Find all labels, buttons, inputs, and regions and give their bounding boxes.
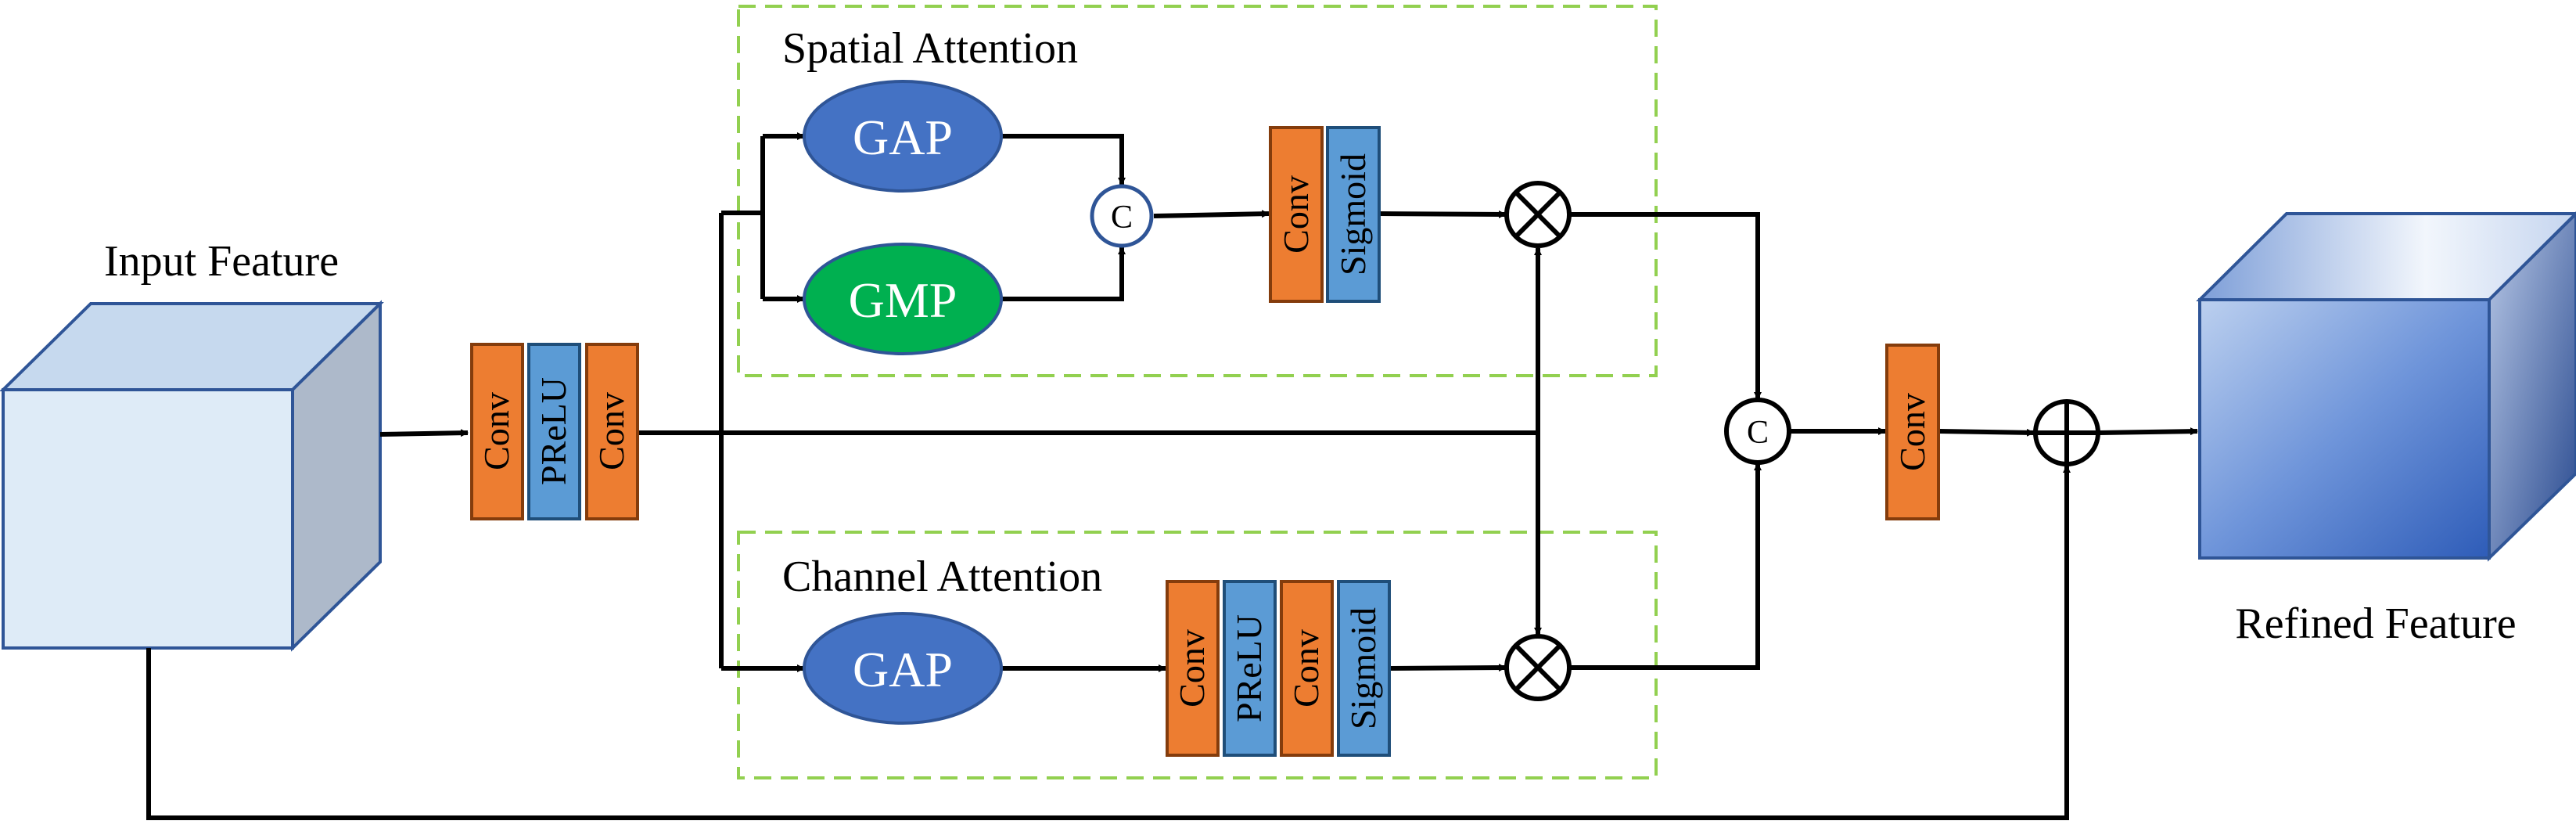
conv-block-1-label: Conv [476,392,516,470]
refined-feature-label: Refined Feature [2235,599,2516,648]
conv-prelu-conv-block: Conv PReLU Conv [470,343,639,520]
spatial-concat-label: C [1111,200,1133,236]
conv-block-2-label: Conv [591,392,631,470]
channel-conv-block-group: Conv PReLU Conv Sigmoid [1166,580,1391,757]
spatial-sigmoid-label: Sigmoid [1333,153,1373,275]
fusion-conv-block: Conv [1885,344,1940,520]
channel-prelu-label: PReLU [1229,614,1269,722]
input-feature-label: Input Feature [104,237,339,286]
spatial-gap-label: GAP [853,110,953,165]
channel-attention-label: Channel Attention [782,553,1102,601]
channel-sigmoid-block [1337,580,1391,757]
spatial-concat-node: C [1090,184,1154,248]
input-feature-cube [0,300,384,652]
channel-conv-block-1 [1166,580,1220,757]
fusion-concat-label: C [1747,415,1769,451]
channel-multiply-node [1504,634,1572,701]
fusion-conv-label: Conv [1892,393,1932,471]
spatial-multiply-node [1504,181,1572,248]
channel-conv-2-label: Conv [1286,629,1326,707]
spatial-conv-sigmoid-block: Conv Sigmoid [1269,126,1381,303]
spatial-sigmoid-block [1326,126,1381,303]
channel-sigmoid-label: Sigmoid [1343,607,1383,729]
conv-block-1 [470,343,524,520]
fusion-concat-node: C [1724,398,1791,465]
spatial-gap-node: GAP [803,80,1003,193]
connections [146,132,2198,820]
spatial-gmp-label: GMP [849,272,957,328]
channel-conv-1-label: Conv [1172,629,1212,707]
channel-attention-box [737,531,1658,779]
spatial-conv-block [1269,126,1324,303]
channel-conv-block-2 [1280,580,1334,757]
spatial-attention-box [737,5,1658,377]
prelu-block-1 [527,343,581,520]
spatial-conv-label: Conv [1276,175,1316,254]
refined-feature-cube [2196,211,2576,562]
channel-gap-node: GAP [803,612,1003,725]
spatial-attention-label: Spatial Attention [782,24,1078,73]
channel-prelu-block [1223,580,1277,757]
channel-gap-label: GAP [853,642,953,697]
conv-block-2 [585,343,639,520]
residual-add-node [2033,399,2100,466]
spatial-gmp-node: GMP [803,243,1003,355]
prelu-block-1-label: PReLU [534,377,573,485]
